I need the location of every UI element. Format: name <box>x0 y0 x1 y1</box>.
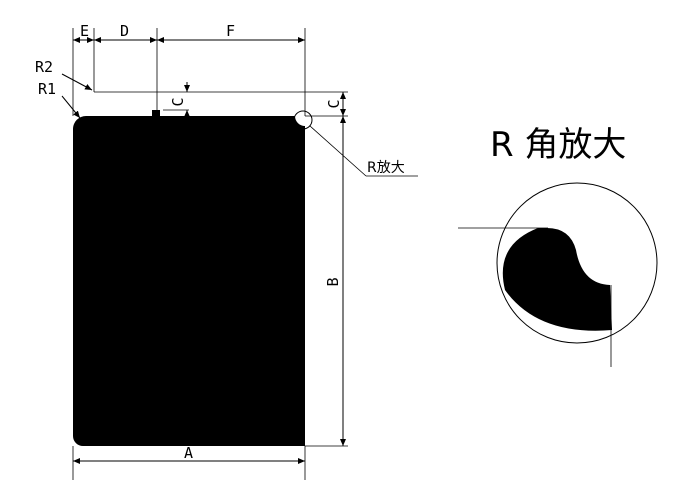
label-d: D <box>120 22 129 40</box>
label-b: B <box>324 277 342 286</box>
label-e: E <box>80 22 89 40</box>
part-body <box>73 110 305 446</box>
detail-title: R 角放大 <box>490 125 626 165</box>
dimension-c-right: C <box>325 92 346 116</box>
leader-r1: R1 <box>38 80 81 119</box>
top-notch <box>163 110 189 116</box>
dimension-b: B <box>324 116 346 446</box>
callout-circle <box>293 110 313 130</box>
dimension-f: F <box>157 22 305 43</box>
label-c-notch: C <box>169 97 187 106</box>
label-r2: R2 <box>35 58 53 76</box>
label-r1: R1 <box>38 80 56 98</box>
callout-label: R放大 <box>367 160 405 176</box>
dimension-d: D <box>94 22 157 43</box>
label-a: A <box>184 444 193 462</box>
leader-r2: R2 <box>35 58 93 91</box>
r-enlarge-callout: R放大 <box>293 110 418 177</box>
detail-view: R 角放大 <box>458 125 658 367</box>
dimension-c-notch: C <box>169 82 190 126</box>
label-c-right: C <box>325 99 343 108</box>
label-f: F <box>226 22 235 40</box>
dimension-a: A <box>73 444 305 464</box>
detail-corner-shape <box>502 228 612 331</box>
dimension-e: E <box>73 22 94 43</box>
detail-circle <box>496 182 658 344</box>
